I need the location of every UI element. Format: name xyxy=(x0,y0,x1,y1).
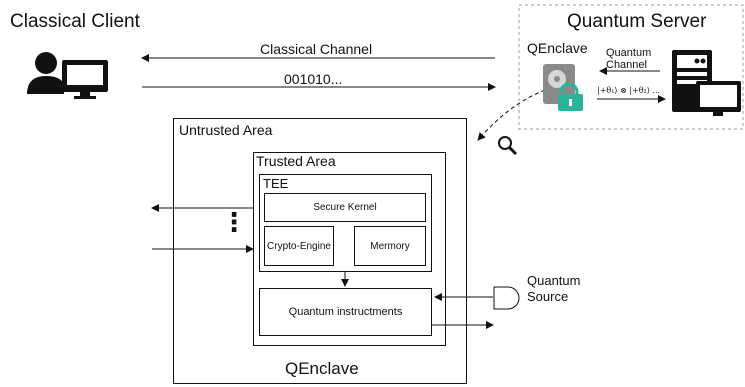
memory-box: Mermory xyxy=(354,226,426,266)
magnifier-icon xyxy=(498,136,518,156)
qenclave-footer-label: QEnclave xyxy=(285,359,359,378)
ellipsis-vertical: ⋮ xyxy=(221,207,247,237)
quantum-instructments-label: Quantum instructments xyxy=(288,306,403,318)
client-title: Classical Client xyxy=(10,11,140,32)
memory-label: Mermory xyxy=(370,240,410,252)
quantum-source-label-1: Quantum xyxy=(527,273,581,288)
server-computer-icon xyxy=(672,50,741,116)
tee-label: TEE xyxy=(263,176,289,191)
quantum-channel-label-1: Quantum xyxy=(606,47,652,59)
state-formula: |+θ₁⟩ ⊗ |+θ₂⟩ ... xyxy=(597,86,661,95)
encrypted-drive-lock-icon xyxy=(543,64,583,111)
untrusted-area xyxy=(173,118,467,384)
quantum-channel-label-2: Channel xyxy=(606,59,647,71)
crypto-engine-label: Crypto-Engine xyxy=(267,240,331,252)
qenclave-server-label: QEnclave xyxy=(527,40,588,56)
bits-label: 001010... xyxy=(284,71,343,87)
server-title: Quantum Server xyxy=(567,11,707,32)
quantum-source-symbol xyxy=(493,286,520,310)
quantum-source-label-2: Source xyxy=(527,289,569,304)
trusted-area xyxy=(253,152,446,346)
secure-kernel-box: Secure Kernel xyxy=(264,193,426,222)
classical-channel-label: Classical Channel xyxy=(260,41,373,57)
user-computer-icon xyxy=(27,52,108,99)
crypto-engine-box: Crypto-Engine xyxy=(264,226,334,266)
secure-kernel-label: Secure Kernel xyxy=(313,202,377,213)
tee-box xyxy=(259,174,432,272)
zoom-dashed-arrow xyxy=(477,89,546,141)
quantum-instructments-box: Quantum instructments xyxy=(259,288,432,336)
untrusted-area-label: Untrusted Area xyxy=(179,122,273,138)
trusted-area-label: Trusted Area xyxy=(256,153,336,169)
